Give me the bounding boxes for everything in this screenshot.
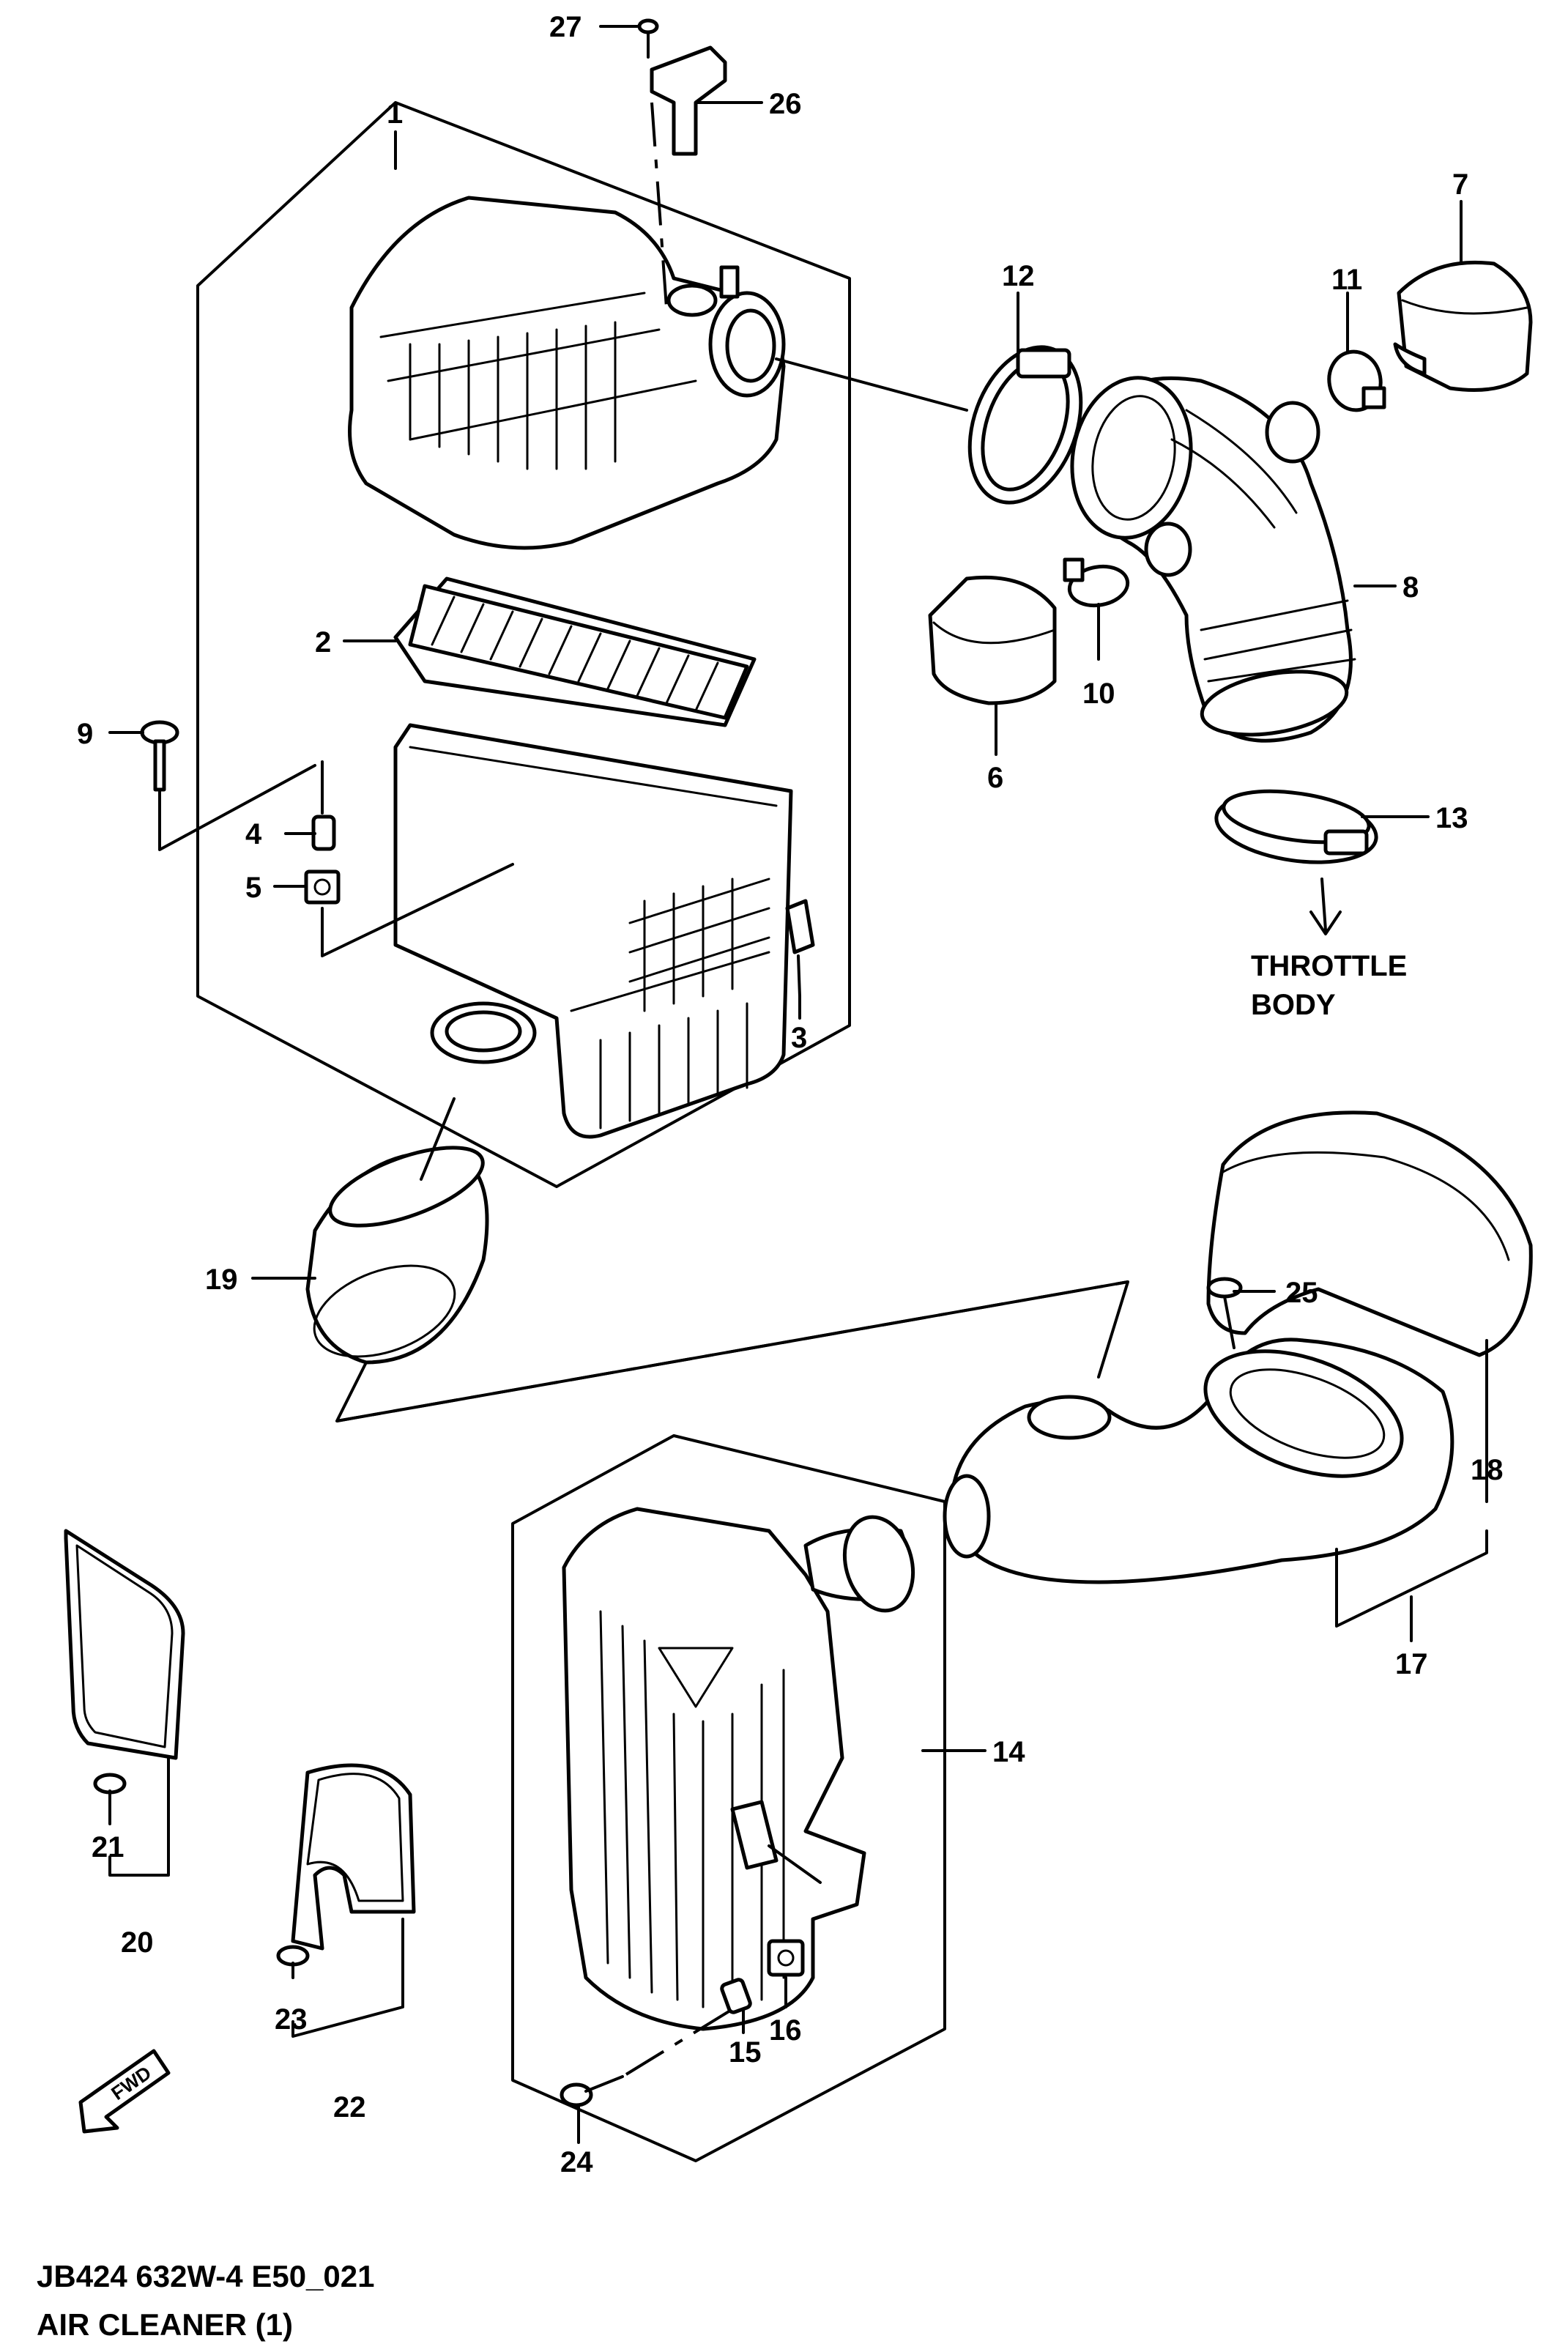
callout-12: 12 bbox=[1002, 260, 1035, 292]
assembly-boundary-upper bbox=[196, 101, 851, 1188]
part-24-bolt[interactable] bbox=[560, 2075, 624, 2107]
callout-5: 5 bbox=[245, 872, 261, 904]
part-2-filter-element[interactable] bbox=[393, 576, 757, 727]
assembly-boundary-lower bbox=[511, 1434, 946, 2162]
callout-9: 9 bbox=[77, 718, 93, 750]
part-17-intake-duct[interactable] bbox=[943, 1327, 1454, 1584]
callout-15: 15 bbox=[729, 2036, 762, 2069]
callout-numbers: 1 2 3 4 5 6 7 8 9 10 11 12 13 14 15 16 1… bbox=[77, 11, 1504, 2178]
part-23-clip[interactable] bbox=[276, 1945, 310, 1979]
part-13-clamp[interactable] bbox=[1212, 783, 1381, 871]
arrow-to-throttle-body bbox=[1309, 878, 1342, 935]
part-9-bolt[interactable] bbox=[140, 720, 179, 792]
leader-15-16-bracket bbox=[768, 1844, 822, 1884]
part-7-cap[interactable] bbox=[1393, 260, 1533, 392]
callout-6: 6 bbox=[987, 762, 1003, 794]
callout-16: 16 bbox=[769, 2014, 802, 2047]
part-11-clamp[interactable] bbox=[1325, 348, 1386, 415]
part-18-air-guide[interactable] bbox=[1206, 1110, 1533, 1357]
callout-7: 7 bbox=[1452, 168, 1468, 201]
callout-4: 4 bbox=[245, 818, 262, 850]
part-1-upper-case[interactable] bbox=[348, 196, 786, 550]
leader-bracket-17-18 bbox=[1335, 1529, 1488, 1628]
callout-23: 23 bbox=[275, 2003, 308, 2036]
centerline-24 bbox=[625, 2006, 737, 2076]
leader-bracket-9 bbox=[158, 764, 316, 851]
callout-24: 24 bbox=[560, 2146, 593, 2178]
callout-11: 11 bbox=[1331, 264, 1362, 296]
part-4-grommet[interactable] bbox=[311, 815, 336, 851]
part-5-nut[interactable] bbox=[304, 869, 341, 905]
callout-leaders bbox=[108, 25, 1488, 2144]
callout-14: 14 bbox=[992, 1736, 1025, 1768]
callout-2: 2 bbox=[315, 626, 331, 659]
callout-26: 26 bbox=[769, 88, 802, 120]
part-16-nut[interactable] bbox=[767, 1939, 805, 1977]
throttle-body-label-line2: BODY bbox=[1251, 989, 1336, 1021]
leader-12-to-case bbox=[775, 357, 968, 412]
callout-21: 21 bbox=[92, 1831, 125, 1863]
callout-22: 22 bbox=[333, 2091, 366, 2123]
part-8-intake-duct[interactable] bbox=[1060, 368, 1356, 745]
part-27-screw[interactable] bbox=[637, 18, 659, 59]
part-10-clamp[interactable] bbox=[1063, 557, 1131, 610]
diagram-title: AIR CLEANER (1) bbox=[37, 2307, 293, 2342]
callout-3: 3 bbox=[791, 1022, 807, 1054]
part-6-cap[interactable] bbox=[928, 575, 1057, 705]
callout-8: 8 bbox=[1402, 571, 1419, 604]
callout-1: 1 bbox=[387, 97, 403, 130]
leader-19-bracket bbox=[335, 1280, 1129, 1422]
leader-bracket-5 bbox=[321, 863, 514, 957]
part-3-clip[interactable] bbox=[785, 899, 815, 998]
part-15-grommet[interactable] bbox=[720, 1978, 752, 2014]
part-26-sensor[interactable] bbox=[650, 45, 727, 156]
callout-19: 19 bbox=[205, 1264, 238, 1296]
lower-case[interactable] bbox=[393, 723, 793, 1139]
part-12-clamp[interactable] bbox=[950, 332, 1101, 519]
throttle-body-label-line1: THROTTLE bbox=[1251, 950, 1407, 982]
diagram-code: JB424 632W-4 E50_021 bbox=[37, 2259, 375, 2293]
part-19-hose[interactable] bbox=[302, 1132, 492, 1374]
part-25-clip[interactable] bbox=[1206, 1277, 1243, 1349]
leader-bracket-20 bbox=[108, 1756, 170, 1877]
callout-25: 25 bbox=[1285, 1277, 1318, 1309]
callout-10: 10 bbox=[1082, 678, 1115, 710]
leader-bracket-22 bbox=[291, 1918, 404, 2038]
callout-27: 27 bbox=[549, 11, 582, 43]
callout-20: 20 bbox=[121, 1926, 154, 1959]
part-21-clip[interactable] bbox=[93, 1773, 127, 1811]
callout-17: 17 bbox=[1395, 1648, 1428, 1680]
centerline-26 bbox=[650, 102, 668, 308]
callout-18: 18 bbox=[1471, 1454, 1504, 1486]
leader-19-to-case bbox=[420, 1097, 456, 1181]
fwd-arrow-icon: FWD bbox=[78, 2049, 171, 2134]
part-22-seal[interactable] bbox=[291, 1763, 416, 1951]
part-14-lower-case[interactable] bbox=[562, 1507, 923, 2031]
callout-13: 13 bbox=[1435, 802, 1468, 834]
part-20-gasket[interactable] bbox=[64, 1529, 185, 1760]
